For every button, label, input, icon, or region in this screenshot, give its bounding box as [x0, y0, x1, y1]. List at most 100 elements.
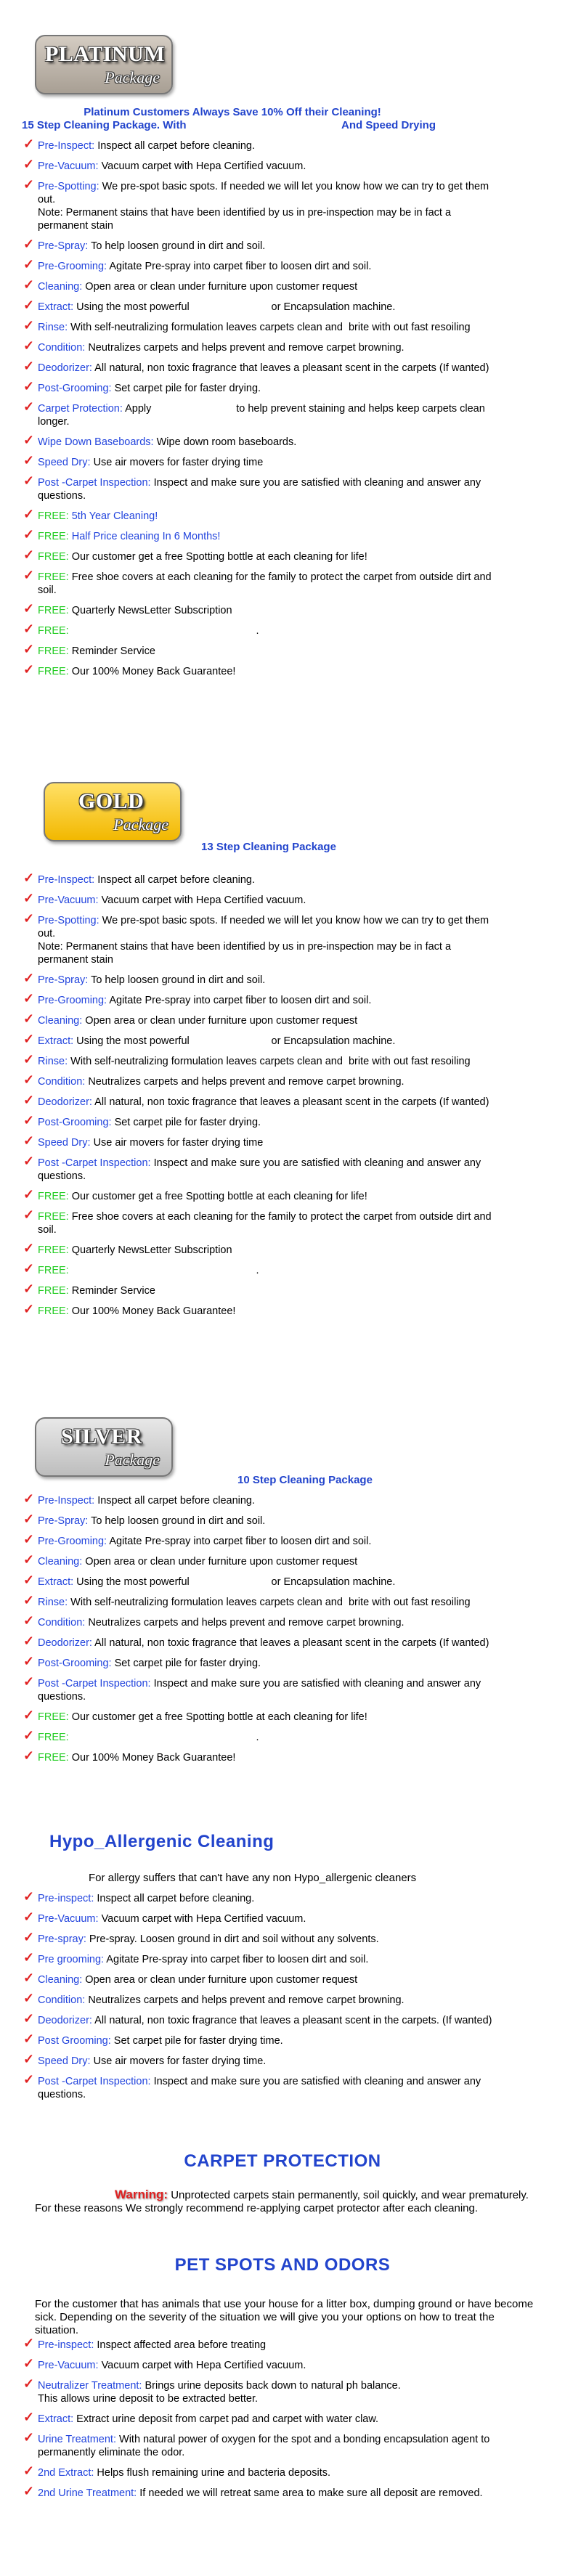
step-label: Urine Treatment: — [38, 2434, 116, 2445]
checkmark-icon: ✓ — [23, 1302, 35, 1316]
carpet-protection-text: Warning: Unprotected carpets stain perma… — [35, 2188, 536, 2215]
step-text: Use air movers for faster drying time — [90, 1137, 264, 1149]
checkmark-icon: ✓ — [23, 2072, 35, 2087]
list-item: ✓Rinse: With self-neutralizing formulati… — [23, 1594, 503, 1609]
hypo-allergenic-title: Hypo_Allergenic Cleaning — [49, 1832, 275, 1851]
step-text: Neutralizes carpets and helps prevent an… — [85, 1617, 405, 1629]
checkmark-icon: ✓ — [23, 547, 35, 562]
step-label: Rinse: — [38, 1056, 68, 1067]
free-label: FREE: — [38, 1752, 69, 1764]
list-item: ✓FREE: Our customer get a free Spotting … — [23, 1188, 503, 1203]
checkmark-icon: ✓ — [23, 1133, 35, 1148]
step-text: Helps flush remaining urine and bacteria… — [94, 2467, 331, 2479]
step-text: All natural, non toxic fragrance that le… — [92, 1096, 489, 1108]
free-label: FREE: — [38, 1711, 69, 1723]
free-label: FREE: — [38, 1305, 69, 1317]
step-text: Quarterly NewsLetter Subscription — [68, 1244, 232, 1256]
step-text: Open area or clean under furniture upon … — [82, 1015, 358, 1027]
warning-label: Warning: — [115, 2188, 168, 2201]
list-item: ✓Rinse: With self-neutralizing formulati… — [23, 319, 503, 334]
step-label: Pre-Spotting: — [38, 915, 99, 926]
list-item: ✓Deodorizer: All natural, non toxic frag… — [23, 359, 503, 375]
gold-package-badge: GOLD Package — [44, 782, 182, 841]
carpet-protection-title: CARPET PROTECTION — [184, 2151, 381, 2171]
silver-package-badge: SILVER Package — [35, 1417, 173, 1477]
step-label: 2nd Extract: — [38, 2467, 94, 2479]
step-label: 5th Year Cleaning! — [68, 510, 158, 522]
list-item: ✓Post -Carpet Inspection: Inspect and ma… — [23, 2073, 503, 2101]
silver-steps-list: ✓Pre-Inspect: Inspect all carpet before … — [23, 1492, 503, 1772]
checkmark-icon: ✓ — [23, 601, 35, 616]
list-item: ✓Carpet Protection: Apply to help preven… — [23, 400, 503, 428]
step-text: Our 100% Money Back Guarantee! — [68, 1752, 236, 1764]
platinum-savings-header: Platinum Customers Always Save 10% Off t… — [84, 106, 381, 118]
list-item: ✓FREE: . — [23, 1262, 503, 1277]
list-item: ✓FREE: Our 100% Money Back Guarantee! — [23, 1303, 503, 1318]
checkmark-icon: ✓ — [23, 1748, 35, 1763]
list-item: ✓Post -Carpet Inspection: Inspect and ma… — [23, 1675, 503, 1703]
step-label: Speed Dry: — [38, 457, 91, 468]
checkmark-icon: ✓ — [23, 662, 35, 677]
checkmark-icon: ✓ — [23, 1613, 35, 1628]
checkmark-icon: ✓ — [23, 136, 35, 151]
step-label: Pre-inspect: — [38, 1893, 94, 1904]
list-item: ✓Pre-Spotting: We pre-spot basic spots. … — [23, 178, 503, 232]
step-label: Post-Grooming: — [38, 1117, 112, 1128]
list-item: ✓Condition: Neutralizes carpets and help… — [23, 1992, 503, 2007]
platinum-package-badge: PLATINUM Package — [35, 35, 173, 94]
checkmark-icon: ✓ — [23, 871, 35, 885]
checkmark-icon: ✓ — [23, 642, 35, 656]
step-text: Inspect affected area before treating — [94, 2339, 267, 2351]
list-item: ✓FREE: 5th Year Cleaning! — [23, 508, 503, 523]
step-text: Agitate Pre-spray into carpet fiber to l… — [107, 261, 372, 272]
step-label: Rinse: — [38, 322, 68, 333]
platinum-steps-header: 15 Step Cleaning Package. With And Speed… — [22, 119, 487, 131]
list-item: ✓FREE: Free shoe covers at each cleaning… — [23, 568, 503, 597]
step-label: Pre-Vacuum: — [38, 1913, 99, 1925]
step-label: Pre-inspect: — [38, 2339, 94, 2351]
list-item: ✓Cleaning: Open area or clean under furn… — [23, 278, 503, 293]
checkmark-icon: ✓ — [23, 1512, 35, 1526]
step-label: Extract: — [38, 1576, 74, 1588]
step-text: With natural power of oxygen for the spo… — [38, 2434, 493, 2458]
checkmark-icon: ✓ — [23, 1889, 35, 1904]
list-item: ✓Pre-Spray: To help loosen ground in dir… — [23, 971, 503, 987]
step-label: Post -Carpet Inspection: — [38, 1157, 151, 1169]
list-item: ✓Rinse: With self-neutralizing formulati… — [23, 1053, 503, 1068]
badge-subtitle: Package — [113, 815, 168, 833]
list-item: ✓FREE: . — [23, 622, 503, 637]
step-text: Neutralizes carpets and helps prevent an… — [85, 1076, 405, 1088]
badge-subtitle: Package — [105, 1451, 160, 1469]
step-text: Open area or clean under furniture upon … — [82, 1556, 358, 1568]
list-item: ✓Pre-Inspect: Inspect all carpet before … — [23, 1492, 503, 1507]
step-label: Carpet Protection: — [38, 403, 123, 415]
list-item: ✓FREE: Reminder Service — [23, 1282, 503, 1297]
list-item: ✓2nd Extract: Helps flush remaining urin… — [23, 2464, 503, 2479]
checkmark-icon: ✓ — [23, 1728, 35, 1743]
checkmark-icon: ✓ — [23, 2336, 35, 2350]
step-text: Inspect and make sure you are satisfied … — [38, 477, 484, 502]
checkmark-icon: ✓ — [23, 1654, 35, 1668]
step-text: Set carpet pile for faster drying. — [111, 1658, 261, 1669]
free-label: FREE: — [38, 605, 69, 616]
step-label: Deodorizer: — [38, 1637, 92, 1649]
list-item: ✓FREE: Our customer get a free Spotting … — [23, 548, 503, 563]
list-item: ✓FREE: Our customer get a free Spotting … — [23, 1708, 503, 1724]
list-item: ✓FREE: Reminder Service — [23, 643, 503, 658]
checkmark-icon: ✓ — [23, 621, 35, 636]
list-item: ✓Speed Dry: Use air movers for faster dr… — [23, 2053, 503, 2068]
list-item: ✓Extract: Using the most powerful or Enc… — [23, 1032, 503, 1048]
badge-title: PLATINUM — [45, 42, 166, 66]
step-text: Neutralizes carpets and helps prevent an… — [85, 342, 405, 354]
step-text: Using the most powerful or Encapsulation… — [73, 1035, 396, 1047]
step-label: Pre-Grooming: — [38, 995, 107, 1006]
step-text: Inspect all carpet before cleaning. — [94, 874, 256, 886]
list-item: ✓Speed Dry: Use air movers for faster dr… — [23, 1134, 503, 1149]
badge-title: GOLD — [78, 789, 145, 813]
list-item: ✓Extract: Using the most powerful or Enc… — [23, 1573, 503, 1589]
step-text: Reminder Service — [68, 1285, 155, 1297]
step-text: All natural, non toxic fragrance that le… — [92, 1637, 489, 1649]
step-label: Pre grooming: — [38, 1954, 105, 1965]
warning-text: Unprotected carpets stain permanently, s… — [35, 2189, 529, 2214]
free-label: FREE: — [38, 625, 69, 637]
